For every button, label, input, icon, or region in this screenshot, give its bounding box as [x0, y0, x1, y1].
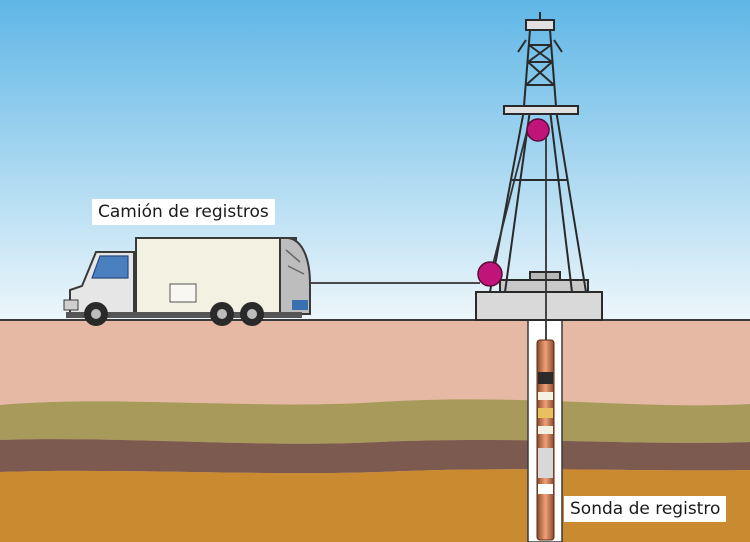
probe-label: Sonda de registro	[564, 496, 727, 522]
upper-pulley	[526, 118, 550, 142]
olive-layer	[0, 399, 750, 444]
truck-label: Camión de registros	[92, 199, 275, 225]
logging-probe	[536, 339, 555, 541]
drilling-rig	[475, 12, 603, 321]
logging-truck	[63, 237, 311, 326]
logging-cable	[300, 130, 547, 340]
lower-pulley	[477, 261, 503, 287]
rig-base	[475, 291, 603, 321]
brown-layer	[0, 439, 750, 474]
